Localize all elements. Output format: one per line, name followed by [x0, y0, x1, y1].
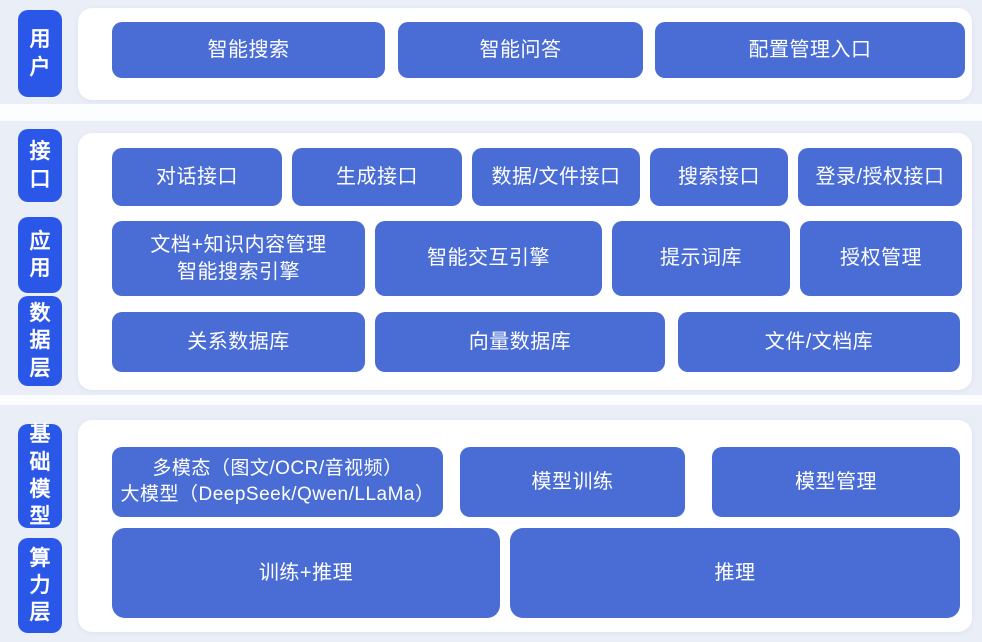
node-training-inference: 训练+推理: [112, 528, 500, 618]
layer-label-text: 算力层: [29, 546, 51, 625]
separator-band: [0, 104, 982, 121]
node-inference: 推理: [510, 528, 960, 618]
layer-label-data: 数据层: [18, 296, 62, 386]
node-text-line: 多模态（图文/OCR/音视频）: [152, 458, 403, 480]
separator-band: [0, 395, 982, 405]
node-interactive-engine: 智能交互引擎: [375, 221, 602, 296]
node-doc-knowledge-search-engine: 文档+知识内容管理 智能搜索引擎: [112, 221, 365, 296]
layer-label-application: 应用: [18, 217, 62, 293]
layer-label-user: 用户: [18, 10, 62, 97]
layer-label-text: 应用: [29, 229, 51, 280]
node-vector-db: 向量数据库: [375, 312, 665, 372]
layer-label-interface: 接口: [18, 129, 62, 202]
layer-label-text: 基础模型: [29, 423, 51, 529]
node-config-entry: 配置管理入口: [655, 22, 965, 78]
node-search-api: 搜索接口: [650, 148, 788, 206]
node-data-file-api: 数据/文件接口: [472, 148, 640, 206]
layer-label-compute: 算力层: [18, 538, 62, 633]
node-generation-api: 生成接口: [292, 148, 462, 206]
layer-label-text: 数据层: [29, 302, 51, 380]
node-dialog-api: 对话接口: [112, 148, 282, 206]
node-relational-db: 关系数据库: [112, 312, 365, 372]
node-multimodal-llm: 多模态（图文/OCR/音视频） 大模型（DeepSeek/Qwen/LLaMa）: [112, 447, 443, 517]
node-text-line: 智能搜索引擎: [177, 260, 300, 283]
node-smart-search: 智能搜索: [112, 22, 385, 78]
node-file-doc-library: 文件/文档库: [678, 312, 960, 372]
layer-label-text: 用户: [29, 28, 51, 79]
node-text-line: 文档+知识内容管理: [150, 233, 327, 256]
node-model-management: 模型管理: [712, 447, 960, 517]
node-smart-qa: 智能问答: [398, 22, 643, 78]
node-text-line: 大模型（DeepSeek/Qwen/LLaMa）: [120, 484, 435, 505]
node-login-auth-api: 登录/授权接口: [798, 148, 962, 206]
node-model-training: 模型训练: [460, 447, 685, 517]
layer-label-foundation: 基础模型: [18, 423, 62, 529]
layer-label-text: 接口: [29, 140, 51, 191]
node-auth-management: 授权管理: [800, 221, 962, 296]
node-prompt-library: 提示词库: [612, 221, 790, 296]
